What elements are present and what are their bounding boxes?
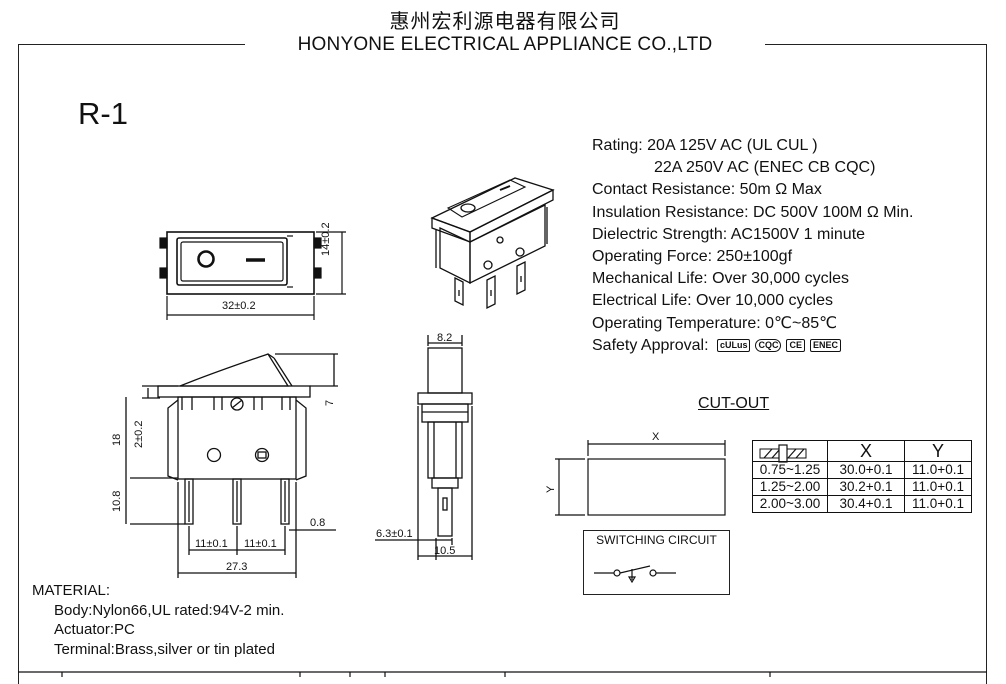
- dim-top-width: 32±0.2: [222, 300, 256, 312]
- switching-circuit-symbol: [594, 565, 676, 584]
- table-row: 2.00~3.00 30.4+0.1 11.0+0.1: [752, 495, 972, 513]
- dim-cutout-y: Y: [545, 485, 557, 493]
- cutout-title: CUT-OUT: [698, 395, 770, 412]
- switching-circuit-box: SWITCHING CIRCUIT: [583, 530, 730, 595]
- table-cell: 11.0+0.1: [904, 495, 972, 513]
- table-cell: 30.4+0.1: [827, 495, 905, 513]
- table-row: 0.75~1.25 30.0+0.1 11.0+0.1: [752, 461, 972, 479]
- table-cell: 0.75~1.25: [752, 461, 828, 479]
- spec-insulation-resistance: Insulation Resistance: DC 500V 100M Ω Mi…: [592, 203, 914, 221]
- cutout-dimension-table: X Y 0.75~1.25 30.0+0.1 11.0+0.1 1.25~2.0…: [752, 440, 972, 513]
- table-row: 1.25~2.00 30.2+0.1 11.0+0.1: [752, 478, 972, 496]
- spec-list: Rating: 20A 125V AC (UL CUL ) 22A 250V A…: [592, 135, 913, 357]
- dim-pin-pitch-1: 11±0.1: [195, 538, 228, 550]
- spec-safety-approval: Safety Approval: cULus CQC CE ENEC: [592, 335, 913, 357]
- model-id: R-1: [78, 96, 128, 131]
- side-view: [125, 353, 338, 578]
- spec-operating-force: Operating Force: 250±100gf: [592, 248, 793, 266]
- dim-end-width: 8.2: [437, 332, 453, 344]
- material-title: MATERIAL:: [32, 582, 111, 599]
- dim-pin-width: 0.8: [310, 517, 326, 529]
- approval-marks: cULus CQC CE ENEC: [716, 339, 842, 353]
- dim-side-actuator: 7: [324, 399, 336, 406]
- title-block: 惠州宏利源电器有限公司 HONYONE ELECTRICAL APPLIANCE…: [245, 8, 765, 56]
- top-view: [159, 231, 346, 320]
- safety-approval-label: Safety Approval:: [592, 336, 709, 354]
- table-cell: 30.2+0.1: [827, 478, 905, 496]
- table-header-x: X: [827, 440, 905, 462]
- spec-dielectric-strength: Dielectric Strength: AC1500V 1 minute: [592, 225, 866, 243]
- table-cell: 1.25~2.00: [752, 478, 828, 496]
- dim-top-height: 14±0.2: [320, 222, 332, 256]
- switching-circuit-title: SWITCHING CIRCUIT: [596, 533, 717, 547]
- table-header-row: X Y: [752, 440, 972, 462]
- dim-pin-pitch-2: 11±0.1: [244, 538, 277, 550]
- dim-end-term: 6.3±0.1: [376, 528, 413, 540]
- isometric-view: [430, 177, 555, 310]
- dim-side-pin: 10.8: [111, 490, 123, 512]
- end-view: [375, 335, 473, 560]
- table-header-y: Y: [904, 440, 972, 462]
- material-actuator: Actuator:PC: [54, 621, 135, 638]
- cqc-mark-icon: CQC: [755, 339, 782, 353]
- material-terminal: Terminal:Brass,silver or tin plated: [54, 640, 275, 658]
- dim-side-inner: 2±0.2: [133, 420, 145, 448]
- enec-mark-icon: ENEC: [810, 339, 842, 353]
- table-symbol-cell: [752, 440, 828, 462]
- material-block: MATERIAL: Body:Nylon66,UL rated:94V-2 mi…: [32, 581, 284, 659]
- spec-rating-2: 22A 250V AC (ENEC CB CQC): [654, 159, 876, 177]
- table-cell: 11.0+0.1: [904, 461, 972, 479]
- spec-electrical-life: Electrical Life: Over 10,000 cycles: [592, 292, 833, 310]
- company-name-cn: 惠州宏利源电器有限公司: [389, 9, 621, 33]
- dim-cutout-x: X: [652, 431, 660, 443]
- table-cell: 11.0+0.1: [904, 478, 972, 496]
- material-body: Body:Nylon66,UL rated:94V-2 min.: [54, 601, 285, 619]
- spec-mechanical-life: Mechanical Life: Over 30,000 cycles: [592, 270, 850, 288]
- spec-contact-resistance: Contact Resistance: 50m Ω Max: [592, 181, 822, 199]
- spec-rating-1: Rating: 20A 125V AC (UL CUL ): [592, 137, 818, 154]
- company-name-en: HONYONE ELECTRICAL APPLIANCE CO.,LTD: [297, 34, 713, 55]
- table-cell: 30.0+0.1: [827, 461, 905, 479]
- table-cell: 2.00~3.00: [752, 495, 828, 513]
- ul-mark-icon: cULus: [716, 339, 751, 353]
- spec-operating-temperature: Operating Temperature: 0℃~85℃: [592, 314, 838, 332]
- cutout-drawing: [555, 440, 726, 516]
- ce-mark-icon: CE: [786, 339, 805, 353]
- dim-end-base: 10.5: [434, 545, 456, 557]
- dim-overall-width: 27.3: [226, 561, 248, 573]
- dim-side-height: 18: [111, 433, 123, 446]
